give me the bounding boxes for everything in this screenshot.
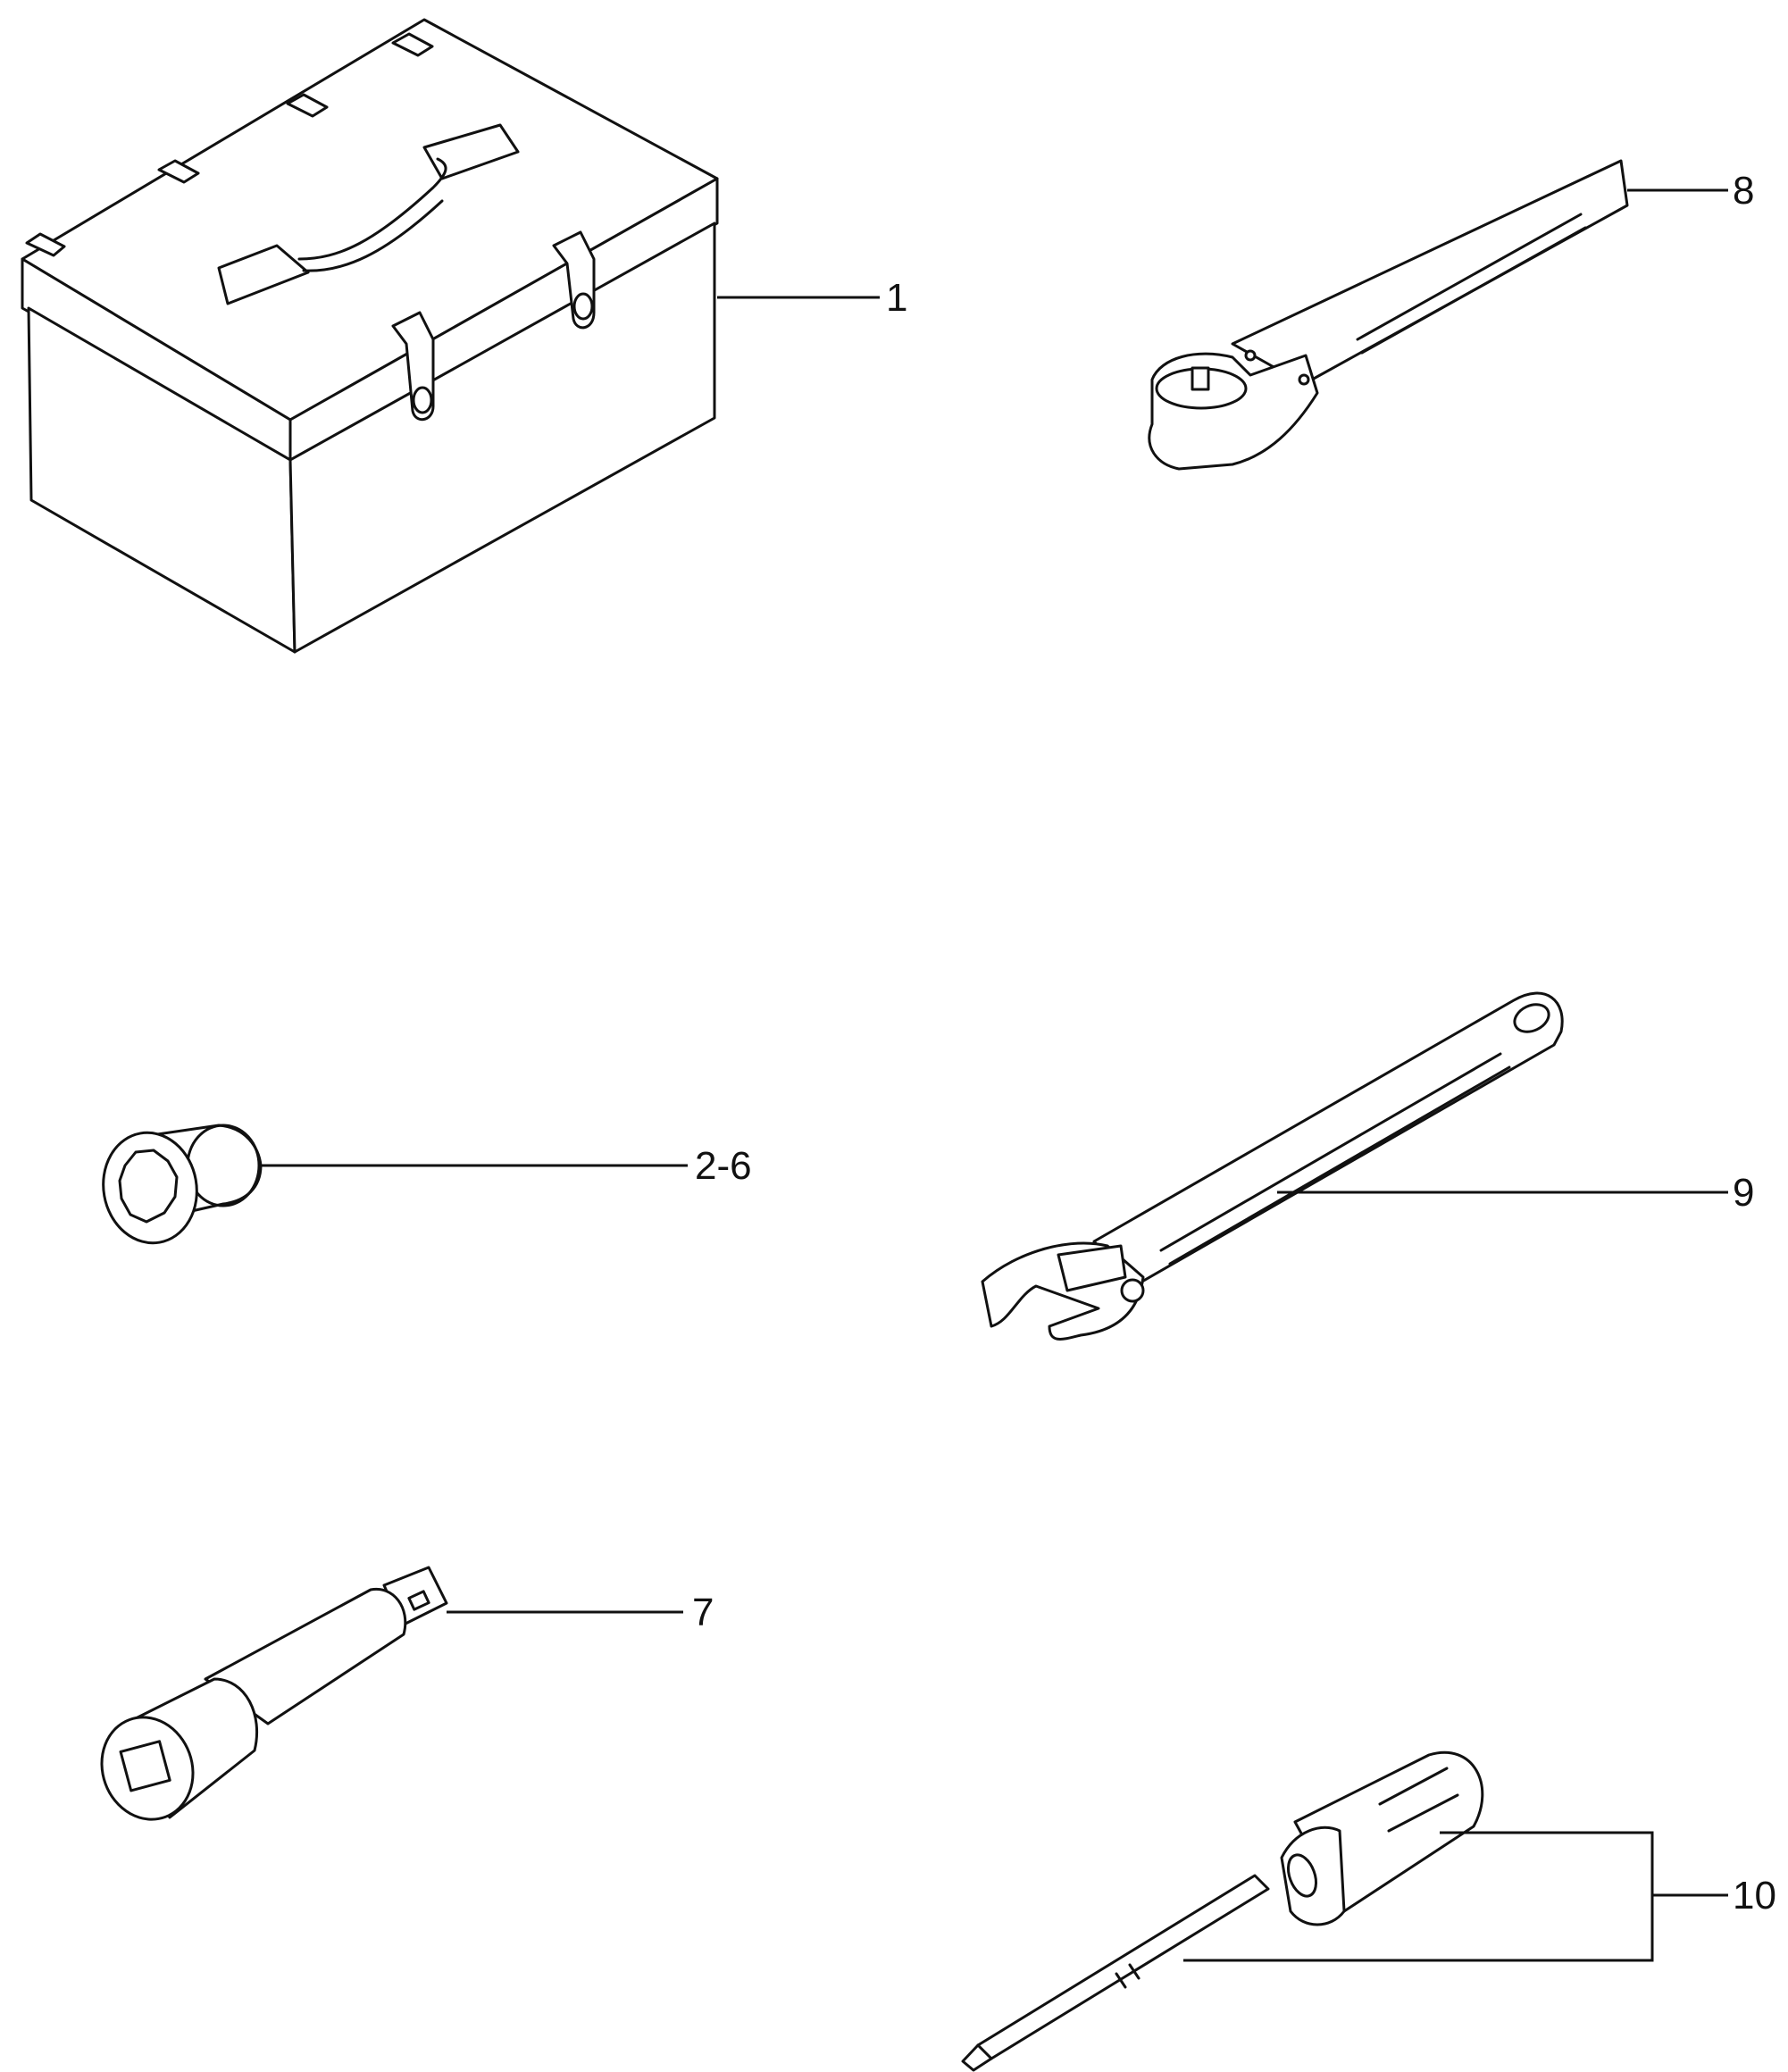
callout-2-6: 2-6 xyxy=(695,1144,752,1188)
adjustable-wrench-drawing xyxy=(981,991,1564,1341)
ratchet-drawing xyxy=(1148,159,1629,471)
callout-10: 10 xyxy=(1733,1874,1776,1917)
extension-bar-drawing xyxy=(100,1566,448,1821)
callout-8: 8 xyxy=(1733,169,1755,213)
callout-7: 7 xyxy=(692,1591,714,1634)
socket-drawing xyxy=(102,1124,263,1245)
toolbox-drawing xyxy=(21,18,719,654)
screwdriver-drawing xyxy=(961,1750,1484,2072)
callout-9: 9 xyxy=(1733,1171,1755,1215)
callout-1: 1 xyxy=(886,276,908,320)
